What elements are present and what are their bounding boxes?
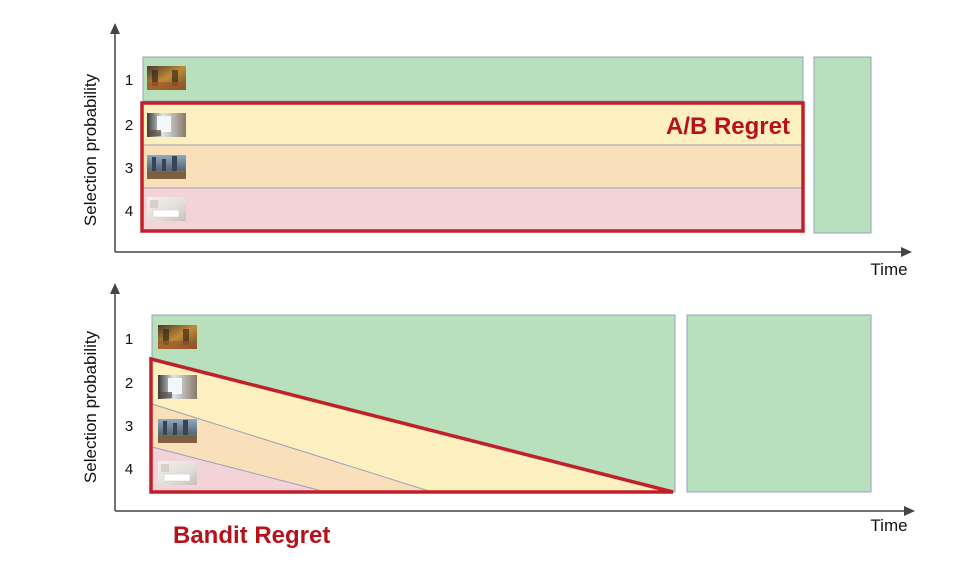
ab-regret-outline — [140, 101, 805, 233]
top-arm-2-band — [143, 103, 803, 145]
top-thumbnail-1 — [147, 66, 186, 90]
bottom-divider-2-3 — [151, 403, 433, 493]
top-row-label-1: 1 — [125, 72, 133, 89]
top-row-label-4: 4 — [125, 203, 133, 220]
bottom-row-label-1: 1 — [125, 331, 133, 348]
bottom-thumbnail-2 — [158, 375, 197, 399]
top-thumbnail-4 — [147, 197, 186, 221]
top-row-label-2: 2 — [125, 117, 133, 134]
top-arm-3-band — [143, 145, 803, 188]
top-thumbnail-2 — [147, 113, 186, 137]
bottom-panel: 1 2 3 4 Selection probability Time Bandi… — [81, 283, 915, 549]
top-y-axis-title: Selection probability — [81, 73, 100, 226]
bottom-x-axis-title: Time — [870, 516, 907, 535]
bottom-thumbnail-4 — [158, 461, 197, 485]
bottom-thumbnail-3 — [158, 419, 197, 443]
bottom-row-label-4: 4 — [125, 461, 133, 478]
top-arm-4-band — [143, 188, 803, 231]
bottom-y-axis-arrow — [110, 283, 120, 294]
bottom-thumbnail-1 — [158, 325, 197, 349]
top-row-label-3: 3 — [125, 160, 133, 177]
bottom-row-label-2: 2 — [125, 375, 133, 392]
top-thumbnail-3 — [147, 155, 186, 179]
bandit-regret-outline — [149, 356, 674, 494]
top-panel: A/B Regret 1 2 3 4 — [81, 23, 912, 279]
top-x-axis-title: Time — [870, 260, 907, 279]
bottom-row-label-3: 3 — [125, 418, 133, 435]
bottom-x-axis-arrow — [904, 506, 915, 516]
top-x-axis-arrow — [901, 247, 912, 257]
top-arm-1-band — [142, 56, 804, 102]
top-exploit-block — [813, 56, 872, 234]
bottom-exploit-block — [686, 314, 872, 493]
bottom-y-axis-title: Selection probability — [81, 330, 100, 483]
bottom-divider-3-4 — [151, 446, 327, 493]
bandit-regret-label: Bandit Regret — [173, 522, 330, 549]
ab-regret-label: A/B Regret — [666, 113, 790, 140]
top-y-axis-arrow — [110, 23, 120, 34]
